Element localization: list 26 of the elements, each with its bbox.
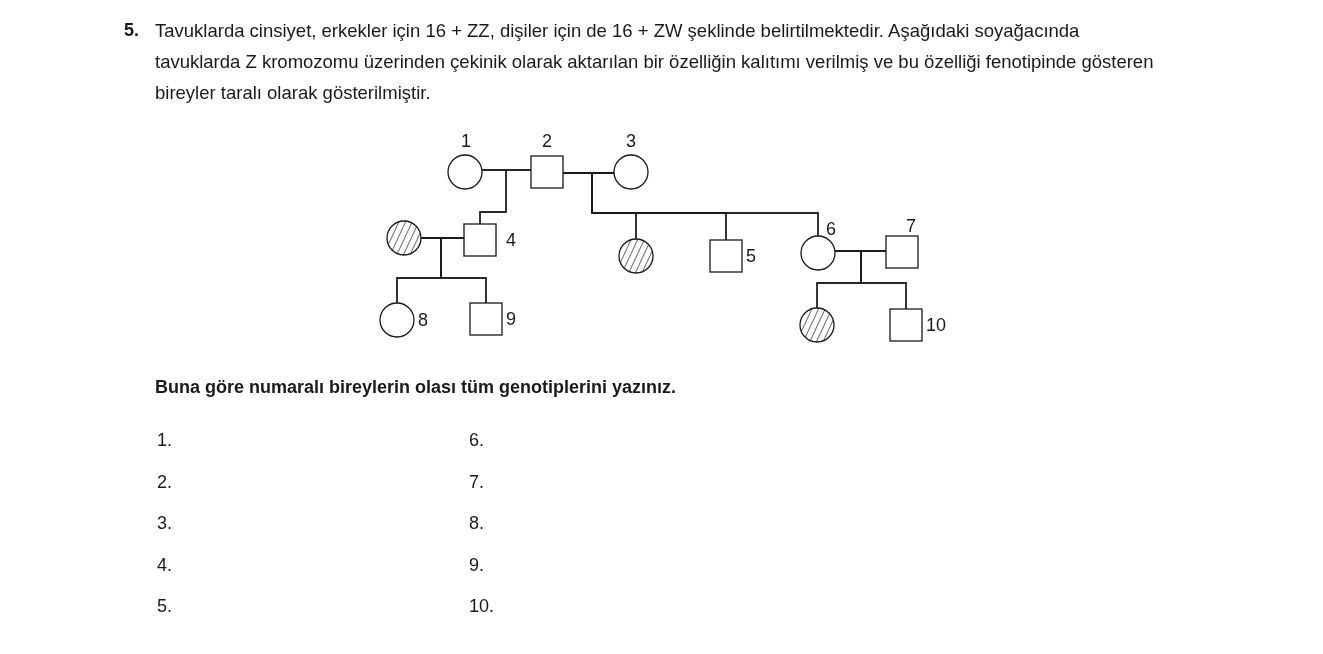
- answer-number: 5.: [157, 595, 172, 618]
- descent-line: [860, 250, 907, 310]
- individual-number: 10: [926, 315, 947, 335]
- individual-number: 2: [542, 131, 552, 151]
- answer-number: 8.: [469, 512, 484, 535]
- question-number: 5.: [124, 19, 139, 42]
- answer-number: 9.: [469, 553, 484, 577]
- individual-number: 7: [906, 216, 916, 236]
- individual-number: 9: [506, 309, 516, 329]
- individual-number: 8: [418, 310, 428, 330]
- answer-number: 3.: [157, 512, 172, 535]
- descent-line: [479, 169, 532, 225]
- question-text: Tavuklarda cinsiyet, erkekler için 16 + ZZ, dişiler için de 16 + ZW şeklinde belirtilmektedir. Aşağıdaki soyağacında tavuklarda Z kromozomu üzerinden çekinik olarak aktarılan bir özelliğin kalıtımı verilmiş ve bu özelliği fenotipinde gösteren bireyler taralı olarak gösterilmiştir.: [155, 19, 1155, 105]
- individual-number: 4: [506, 230, 516, 250]
- answer-number: 6.: [469, 429, 484, 452]
- answer-number: 4.: [157, 553, 172, 577]
- individual-number: 5: [746, 246, 756, 266]
- answer-number: 10.: [469, 595, 495, 618]
- descent-line: [440, 237, 487, 304]
- instruction-text: Buna göre numaralı bireylerin olası tüm genotiplerini yazınız.: [155, 376, 677, 399]
- individual-number: 1: [461, 131, 471, 151]
- individual-number: 6: [826, 219, 836, 239]
- answer-number: 2.: [157, 470, 172, 494]
- individual-number: 3: [626, 131, 636, 151]
- answer-number: 1.: [157, 429, 172, 452]
- answer-number: 7.: [469, 470, 484, 494]
